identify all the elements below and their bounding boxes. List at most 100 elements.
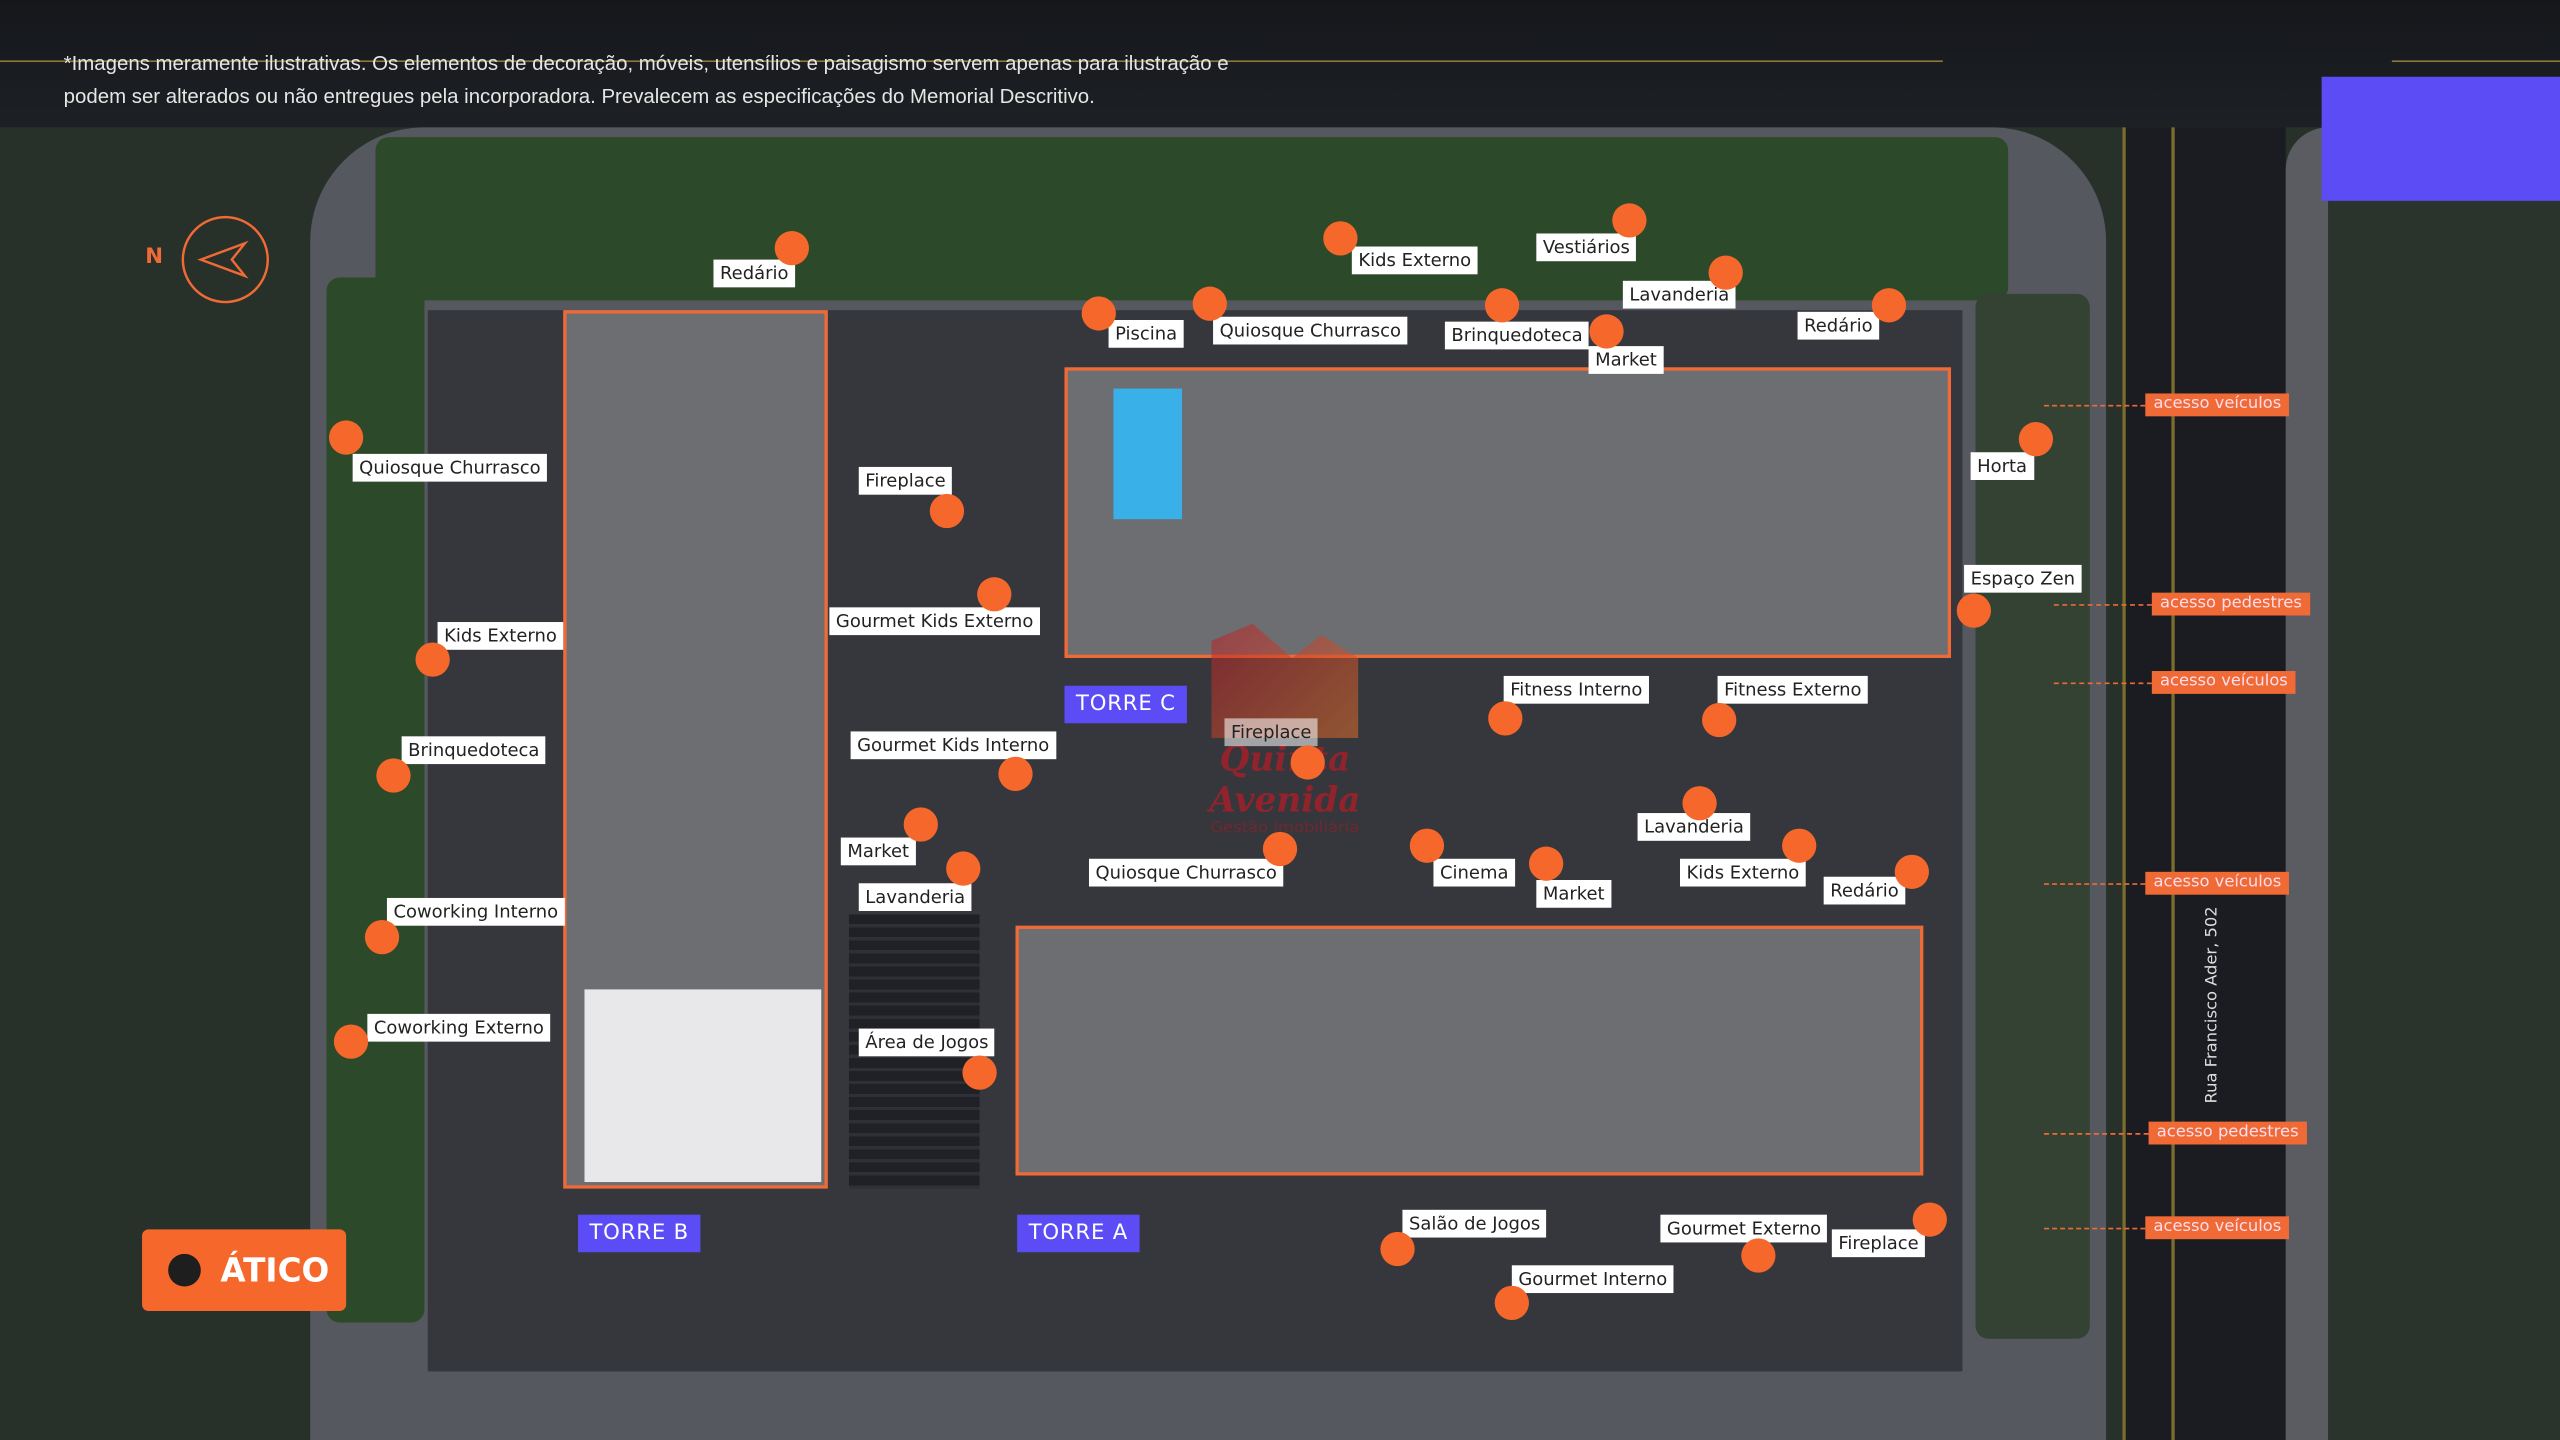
amenity-label-redario[interactable]: Redário: [713, 259, 796, 288]
access-line: [2044, 1227, 2146, 1230]
amenity-label-coworking-externo[interactable]: Coworking Externo: [367, 1013, 551, 1042]
watermark-name: Quinta Avenida: [1209, 737, 1361, 820]
hotspot-dot[interactable]: [376, 758, 411, 793]
hotspot-dot[interactable]: [1488, 701, 1523, 736]
amenity-label-fitness-externo[interactable]: Fitness Externo: [1717, 675, 1869, 704]
access-line: [2044, 404, 2146, 407]
hotspot-dot[interactable]: [929, 493, 965, 529]
amenity-label-lavanderia[interactable]: Lavanderia: [858, 883, 972, 912]
disclaimer-line-1: *Imagens meramente ilustrativas. Os elem…: [63, 52, 1229, 76]
header-band: [0, 0, 2560, 128]
floor-label: ÁTICO: [220, 1250, 330, 1290]
amenity-label-redario[interactable]: Redário: [1797, 311, 1880, 340]
hotspot-dot[interactable]: [333, 1024, 369, 1059]
hotspot-dot[interactable]: [1708, 255, 1743, 290]
amenity-label-quiosque-churrasco[interactable]: Quiosque Churrasco: [1213, 316, 1408, 345]
hotspot-dot[interactable]: [328, 420, 364, 455]
sidewalk: [2285, 127, 2329, 1440]
amenity-label-gourmet-interno[interactable]: Gourmet Interno: [1511, 1265, 1674, 1294]
hotspot-dot[interactable]: [364, 919, 400, 955]
access-label-acesso-veiculos: acesso veículos: [2145, 393, 2290, 417]
amenity-label-quiosque-churrasco[interactable]: Quiosque Churrasco: [352, 453, 548, 482]
hotspot-dot[interactable]: [415, 642, 450, 677]
amenity-label-market[interactable]: Market: [840, 837, 916, 866]
amenity-label-market[interactable]: Market: [1536, 879, 1612, 908]
hotspot-dot[interactable]: [1741, 1238, 1776, 1273]
roof-area: [584, 989, 822, 1183]
amenity-label-quiosque-churrasco[interactable]: Quiosque Churrasco: [1088, 858, 1284, 887]
tower-badge-torre-a: TORRE A: [1017, 1214, 1140, 1253]
access-line: [2044, 883, 2146, 885]
amenity-label-salao-de-jogos[interactable]: Salão de Jogos: [1402, 1209, 1547, 1238]
hotspot-dot[interactable]: [1494, 1285, 1529, 1320]
hotspot-dot[interactable]: [1081, 296, 1116, 331]
amenity-label-vestiarios[interactable]: Vestiários: [1536, 233, 1637, 262]
access-line: [2053, 604, 2152, 606]
hotspot-dot[interactable]: [1484, 288, 1520, 323]
amenity-label-kids-externo[interactable]: Kids Externo: [1351, 246, 1478, 275]
hotspot-dot[interactable]: [1682, 786, 1717, 821]
hotspot-dot[interactable]: [1912, 1202, 1947, 1237]
access-line: [2044, 1133, 2149, 1135]
hotspot-dot[interactable]: [903, 807, 938, 842]
hotspot-dot[interactable]: [998, 756, 1033, 792]
hotspot-dot[interactable]: [1702, 702, 1737, 738]
hotspot-dot[interactable]: [1612, 203, 1647, 238]
divider: [0, 60, 1943, 63]
hotspot-dot[interactable]: [1894, 854, 1929, 889]
hotspot-dot[interactable]: [1871, 288, 1907, 323]
hotspot-dot[interactable]: [1323, 221, 1358, 256]
amenity-label-fireplace[interactable]: Fireplace: [1224, 718, 1318, 747]
hotspot-dot[interactable]: [1528, 846, 1564, 881]
hotspot-dot[interactable]: [962, 1055, 997, 1090]
amenity-label-gourmet-kids-interno[interactable]: Gourmet Kids Interno: [850, 731, 1056, 760]
access-label-acesso-veiculos: acesso veículos: [2145, 1216, 2290, 1240]
hotspot-dot[interactable]: [1262, 831, 1298, 867]
hotspot-dot[interactable]: [1589, 314, 1624, 349]
amenity-label-cinema[interactable]: Cinema: [1433, 858, 1515, 887]
amenity-label-area-de-jogos[interactable]: Área de Jogos: [858, 1028, 996, 1057]
access-label-acesso-veiculos: acesso veículos: [2151, 671, 2296, 694]
hotspot-dot[interactable]: [1192, 286, 1227, 321]
amenity-label-kids-externo[interactable]: Kids Externo: [437, 622, 564, 650]
pool: [1113, 388, 1183, 520]
grass: [2328, 127, 2560, 1440]
amenity-label-piscina[interactable]: Piscina: [1108, 319, 1184, 348]
north-arrow-icon: [181, 215, 269, 304]
amenity-label-gourmet-kids-externo[interactable]: Gourmet Kids Externo: [829, 607, 1040, 636]
amenity-label-kids-externo[interactable]: Kids Externo: [1679, 858, 1806, 887]
hotspot-dot[interactable]: [1409, 828, 1445, 863]
access-label-acesso-pedestres: acesso pedestres: [2148, 1121, 2307, 1145]
amenity-label-brinquedoteca[interactable]: Brinquedoteca: [1444, 321, 1590, 350]
hotspot-dot[interactable]: [774, 231, 809, 266]
amenity-label-fireplace[interactable]: Fireplace: [858, 466, 953, 495]
amenity-label-fireplace[interactable]: Fireplace: [1831, 1229, 1926, 1258]
torre-c-building: [1064, 367, 1952, 658]
amenity-label-brinquedoteca[interactable]: Brinquedoteca: [401, 736, 546, 765]
north-label: N: [145, 244, 164, 270]
hotspot-dot[interactable]: [1956, 593, 1992, 628]
amenity-label-horta[interactable]: Horta: [1970, 452, 2034, 480]
amenity-label-espaco-zen[interactable]: Espaço Zen: [1964, 564, 2082, 593]
amenity-label-gourmet-externo[interactable]: Gourmet Externo: [1660, 1214, 1828, 1243]
hotspot-dot[interactable]: [1782, 828, 1817, 863]
floor-selector-button[interactable]: ÁTICO: [142, 1229, 347, 1312]
hotspot-dot[interactable]: [946, 851, 981, 886]
torre-a-building: [1015, 925, 1924, 1176]
tower-badge-torre-c: TORRE C: [1064, 685, 1188, 724]
amenity-label-market[interactable]: Market: [1588, 346, 1664, 374]
access-label-acesso-veiculos: acesso veículos: [2145, 871, 2290, 895]
hotspot-dot[interactable]: [1380, 1231, 1415, 1267]
amenity-label-lavanderia[interactable]: Lavanderia: [1637, 813, 1751, 841]
access-line: [2053, 682, 2152, 685]
amenity-label-lavanderia[interactable]: Lavanderia: [1622, 280, 1736, 309]
hotspot-dot[interactable]: [977, 577, 1012, 612]
hotspot-dot[interactable]: [1290, 745, 1325, 780]
amenity-label-coworking-interno[interactable]: Coworking Interno: [386, 897, 565, 926]
amenity-label-redario[interactable]: Redário: [1823, 876, 1906, 905]
hotspot-dot[interactable]: [2018, 422, 2054, 457]
access-label-acesso-pedestres: acesso pedestres: [2151, 592, 2311, 616]
amenity-label-fitness-interno[interactable]: Fitness Interno: [1503, 675, 1649, 704]
bullet-icon: [168, 1253, 201, 1287]
